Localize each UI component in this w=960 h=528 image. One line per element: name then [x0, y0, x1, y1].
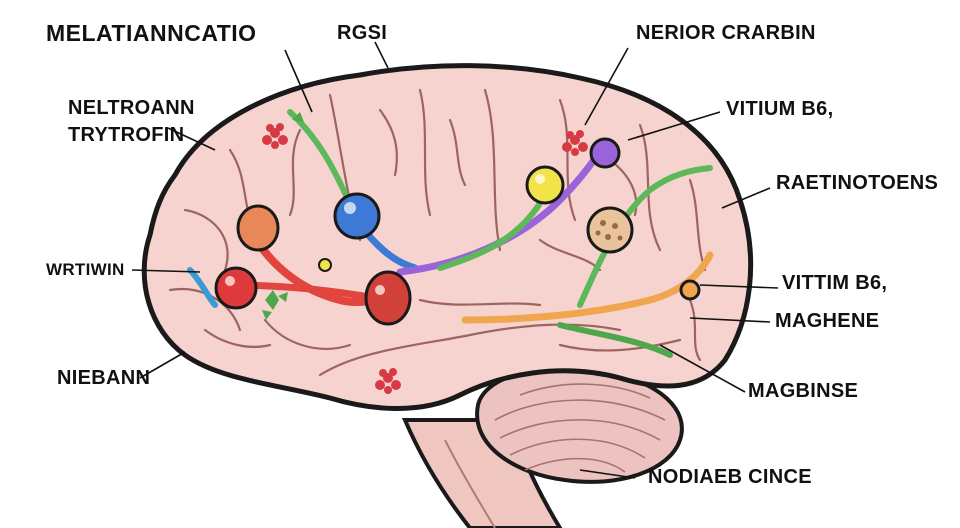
label-left-mid: WRTIWIN [46, 260, 125, 279]
label-right-lower-2: MAGHENE [775, 310, 880, 332]
blue-wedge [187, 267, 218, 308]
label-right-lower-3: MAGBINSE [748, 380, 859, 402]
flower-cluster-top-left [262, 123, 288, 149]
orange-node [236, 204, 280, 252]
red-gland-node [364, 270, 412, 326]
label-bottom: NODIAEB CINCE [648, 466, 812, 488]
tan-node-spots [595, 220, 623, 241]
cerebrum [141, 63, 754, 411]
purple-pathway [396, 148, 604, 276]
highlights [225, 174, 545, 295]
orange-pathway [461, 251, 714, 324]
label-left-upper-line2: TRYTROFIN [68, 124, 185, 146]
flower-cluster-bottom [375, 368, 401, 394]
label-right-upper: VITIUM B6, [726, 98, 834, 120]
green-pathway-long [577, 165, 713, 308]
blue-node [333, 192, 381, 240]
label-right-lower-1: VITTIM B6, [782, 272, 888, 294]
leaf-cluster [262, 112, 304, 320]
purple-node [589, 137, 621, 169]
tan-node [586, 206, 634, 254]
label-top-center: RGSI [337, 22, 388, 44]
leader-lines [131, 41, 779, 479]
brain-stem-fold [444, 439, 496, 528]
yellow-node [525, 165, 565, 205]
small-orange-node [679, 279, 701, 301]
red-node [214, 266, 258, 310]
cerebellum-folds [494, 383, 666, 473]
label-left-upper-line1: NELTROANN [68, 97, 195, 119]
label-left-lower: NIEBANN [57, 367, 151, 389]
diagram-title: MELATIANNCATIO [46, 20, 257, 46]
label-top-right: NERIOR CRARBIN [636, 22, 816, 44]
green-pathway-lower [557, 322, 673, 358]
small-yellow-dot [318, 258, 332, 272]
flower-cluster-top-right [562, 130, 588, 156]
label-right-mid: RAETINOTOENS [776, 172, 939, 194]
green-pathway-right [437, 192, 548, 271]
